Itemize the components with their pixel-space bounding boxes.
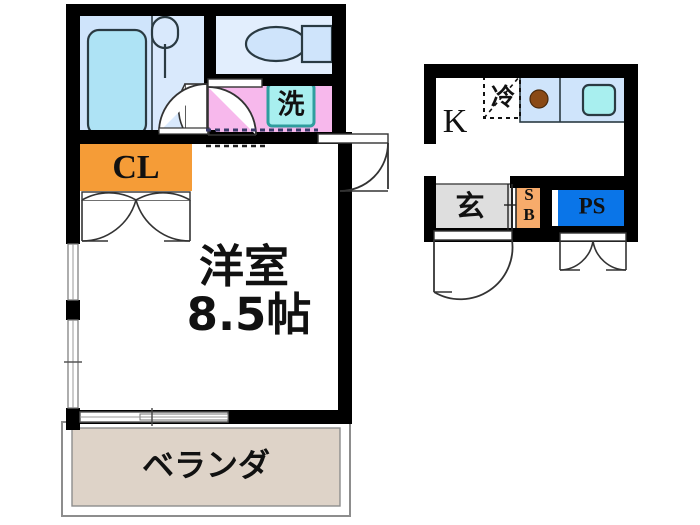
toilet-bowl bbox=[244, 25, 308, 63]
shower-faucet-icon bbox=[150, 15, 180, 50]
wall-kitchen-mid-right bbox=[544, 176, 636, 190]
balcony-floor bbox=[71, 427, 341, 507]
room-swing-door bbox=[317, 133, 389, 192]
closet-label: CL bbox=[112, 149, 159, 186]
shoebox-label-line2: B bbox=[523, 205, 534, 224]
entry-inner-door bbox=[504, 184, 516, 230]
bathtub bbox=[86, 28, 148, 137]
balcony-sliding-window bbox=[79, 408, 229, 426]
toilet-tank bbox=[300, 24, 334, 64]
closet-block-overlay bbox=[80, 143, 192, 191]
main-room-label-bottom: 8.5帖 bbox=[187, 288, 312, 341]
stove-burner bbox=[529, 89, 549, 109]
wall-bath-toilet bbox=[204, 4, 216, 84]
entry-floor bbox=[431, 183, 513, 231]
washroom-label: 洗 bbox=[278, 90, 305, 121]
shoebox-label-line1: S bbox=[524, 185, 533, 204]
wall-kitchen-right bbox=[624, 64, 638, 242]
washroom-swing-door bbox=[207, 78, 263, 136]
bathroom-swing-door bbox=[158, 83, 210, 135]
refrigerator-diagonal-1 bbox=[483, 75, 521, 119]
pipe-shaft-label: PS bbox=[579, 193, 606, 218]
kitchen-label: K bbox=[443, 103, 468, 140]
closet-double-doors bbox=[81, 191, 191, 242]
pipe-shaft-double-doors bbox=[559, 232, 627, 271]
wall-kitchen-left-lower bbox=[424, 176, 436, 238]
wall-ps-right-stub bbox=[540, 176, 552, 242]
entry-label: 玄 bbox=[455, 189, 484, 223]
wall-room-right bbox=[338, 132, 352, 424]
pipe-shaft bbox=[558, 188, 628, 226]
wall-left-lower bbox=[66, 300, 80, 320]
refrigerator-label: 冷 bbox=[491, 83, 515, 111]
wall-washroom-right bbox=[332, 4, 346, 144]
wall-kitchen-top bbox=[424, 64, 636, 78]
balcony-label: ベランダ bbox=[142, 446, 270, 484]
main-room-label-top: 洋室 bbox=[199, 240, 289, 293]
kitchen-sink bbox=[581, 83, 617, 117]
entrance-swing-door bbox=[433, 230, 514, 301]
left-wall-window bbox=[64, 243, 82, 409]
wall-kitchen-left bbox=[424, 64, 436, 144]
wall-left-upper bbox=[66, 4, 80, 244]
